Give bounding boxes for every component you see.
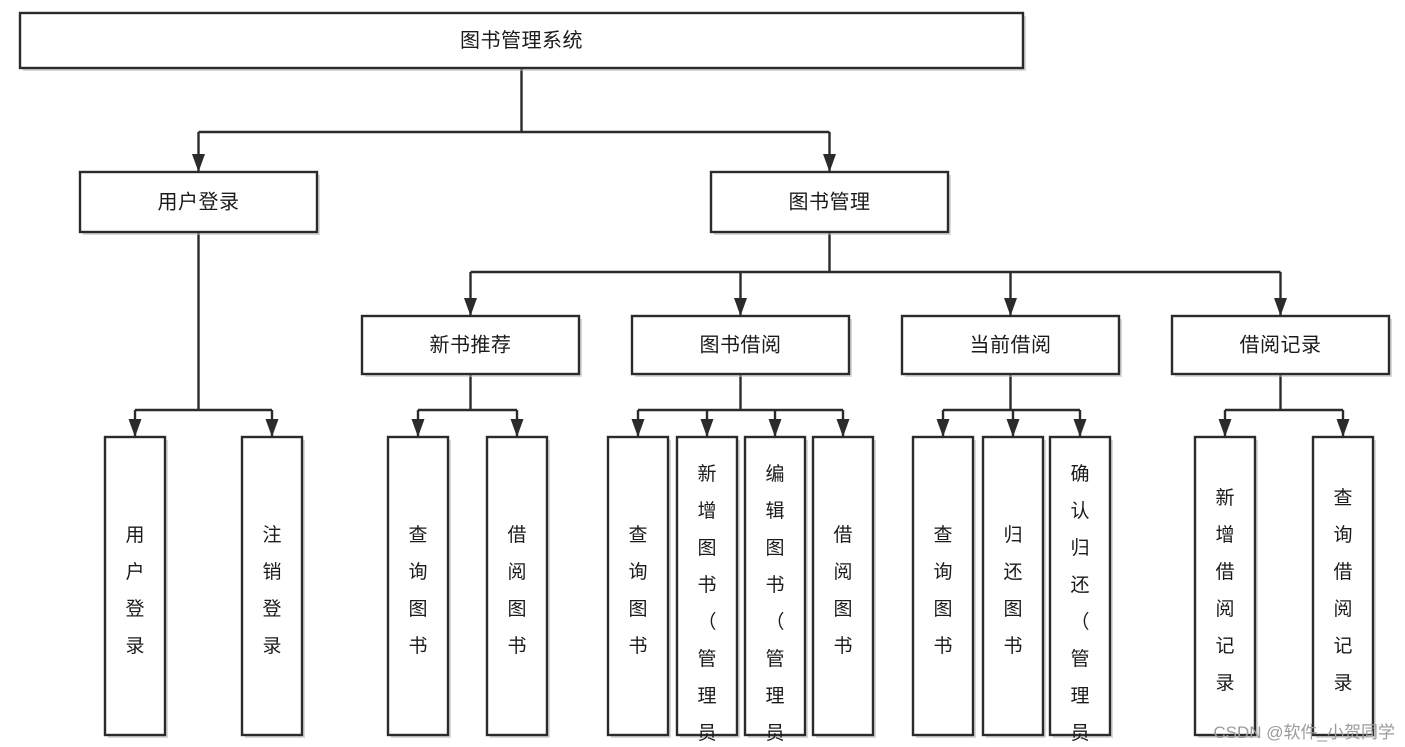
node-function-leaf-query-book-borrow[interactable]: 查询图书	[606, 435, 671, 738]
node-box[interactable]	[606, 435, 670, 737]
node-box[interactable]	[1311, 435, 1375, 737]
arrow-head-icon	[1073, 419, 1087, 437]
arrow-head-icon	[631, 419, 645, 437]
node-box[interactable]	[103, 435, 167, 737]
node-function-leaf-borrow-book[interactable]: 借阅图书	[811, 435, 876, 738]
node-box[interactable]	[675, 435, 739, 737]
node-box[interactable]	[78, 170, 319, 234]
arrow-head-icon	[734, 298, 747, 316]
node-function-leaf-query-book-current[interactable]: 查询图书	[911, 435, 976, 738]
arrow-head-icon	[411, 419, 425, 437]
node-label: 查询图书	[933, 524, 952, 657]
node-label: 图书管理	[789, 190, 871, 213]
node-label: 借阅记录	[1240, 333, 1322, 356]
node-function-leaf-query-borrow-record[interactable]: 查询借阅记录	[1311, 435, 1376, 738]
node-box[interactable]	[1048, 435, 1112, 737]
node-box[interactable]	[981, 435, 1045, 737]
node-module-book-management[interactable]: 图书管理	[709, 170, 951, 235]
node-label: 用户登录	[158, 190, 240, 213]
node-box[interactable]	[811, 435, 875, 737]
node-function-leaf-edit-book[interactable]: 编辑图书（管理员）	[743, 435, 808, 747]
node-label: 归还图书	[1003, 524, 1022, 657]
connectors-layer	[128, 68, 1350, 437]
node-box[interactable]	[386, 435, 450, 737]
node-submodule-borrow-record[interactable]: 借阅记录	[1170, 314, 1392, 377]
node-submodule-book-borrow[interactable]: 图书借阅	[630, 314, 852, 377]
arrow-head-icon	[1218, 419, 1232, 437]
node-box[interactable]	[900, 314, 1121, 376]
node-function-leaf-user-login[interactable]: 用户登录	[103, 435, 168, 738]
node-label: 借阅图书	[833, 524, 852, 657]
arrow-head-icon	[128, 419, 142, 437]
node-label: 编辑图书（管理员）	[765, 463, 784, 747]
arrow-head-icon	[836, 419, 850, 437]
node-label: 查询图书	[408, 524, 427, 657]
node-box[interactable]	[240, 435, 304, 737]
arrow-head-icon	[700, 419, 714, 437]
arrow-head-icon	[1004, 298, 1017, 316]
node-submodule-new-book-recommend[interactable]: 新书推荐	[360, 314, 582, 377]
arrow-head-icon	[1274, 298, 1287, 316]
node-label: 图书借阅	[700, 333, 782, 356]
node-function-leaf-logout[interactable]: 注销登录	[240, 435, 305, 738]
arrow-head-icon	[823, 154, 836, 172]
node-label: 注销登录	[262, 524, 281, 657]
arrow-head-icon	[768, 419, 782, 437]
node-function-leaf-borrow-book-recommend[interactable]: 借阅图书	[485, 435, 550, 738]
arrow-head-icon	[936, 419, 950, 437]
node-box[interactable]	[1193, 435, 1257, 737]
nodes-layer: 图书管理系统用户登录图书管理新书推荐图书借阅当前借阅借阅记录用户登录注销登录查询…	[18, 11, 1392, 747]
node-function-leaf-add-book[interactable]: 新增图书（管理员）	[675, 435, 740, 747]
node-function-leaf-query-book-recommend[interactable]: 查询图书	[386, 435, 451, 738]
node-box[interactable]	[360, 314, 581, 376]
node-box[interactable]	[485, 435, 549, 737]
arrow-head-icon	[464, 298, 477, 316]
node-label: 确认归还（管理员）	[1070, 463, 1089, 747]
node-label: 用户登录	[125, 525, 144, 657]
node-function-leaf-confirm-return[interactable]: 确认归还（管理员）	[1048, 435, 1113, 747]
arrow-head-icon	[1336, 419, 1350, 437]
node-label: 新增借阅记录	[1215, 487, 1234, 694]
node-box[interactable]	[630, 314, 851, 376]
arrow-head-icon	[192, 154, 205, 172]
node-module-user-login[interactable]: 用户登录	[78, 170, 320, 235]
node-label: 查询借阅记录	[1333, 487, 1352, 694]
node-label: 查询图书	[628, 524, 647, 657]
arrow-head-icon	[265, 419, 279, 437]
node-submodule-current-borrow[interactable]: 当前借阅	[900, 314, 1122, 377]
node-box[interactable]	[18, 11, 1025, 70]
node-function-leaf-add-borrow-record[interactable]: 新增借阅记录	[1193, 435, 1258, 738]
node-label: 新书推荐	[430, 333, 512, 356]
node-box[interactable]	[911, 435, 975, 737]
node-box[interactable]	[743, 435, 807, 737]
node-label: 借阅图书	[507, 524, 526, 657]
node-box[interactable]	[1170, 314, 1391, 376]
arrow-head-icon	[510, 419, 524, 437]
arrow-head-icon	[1006, 419, 1020, 437]
node-box[interactable]	[709, 170, 950, 234]
node-label: 当前借阅	[970, 333, 1052, 356]
node-label: 图书管理系统	[460, 29, 583, 52]
node-function-leaf-return-book[interactable]: 归还图书	[981, 435, 1046, 738]
node-root-system[interactable]: 图书管理系统	[18, 11, 1026, 71]
node-label: 新增图书（管理员）	[697, 463, 716, 747]
